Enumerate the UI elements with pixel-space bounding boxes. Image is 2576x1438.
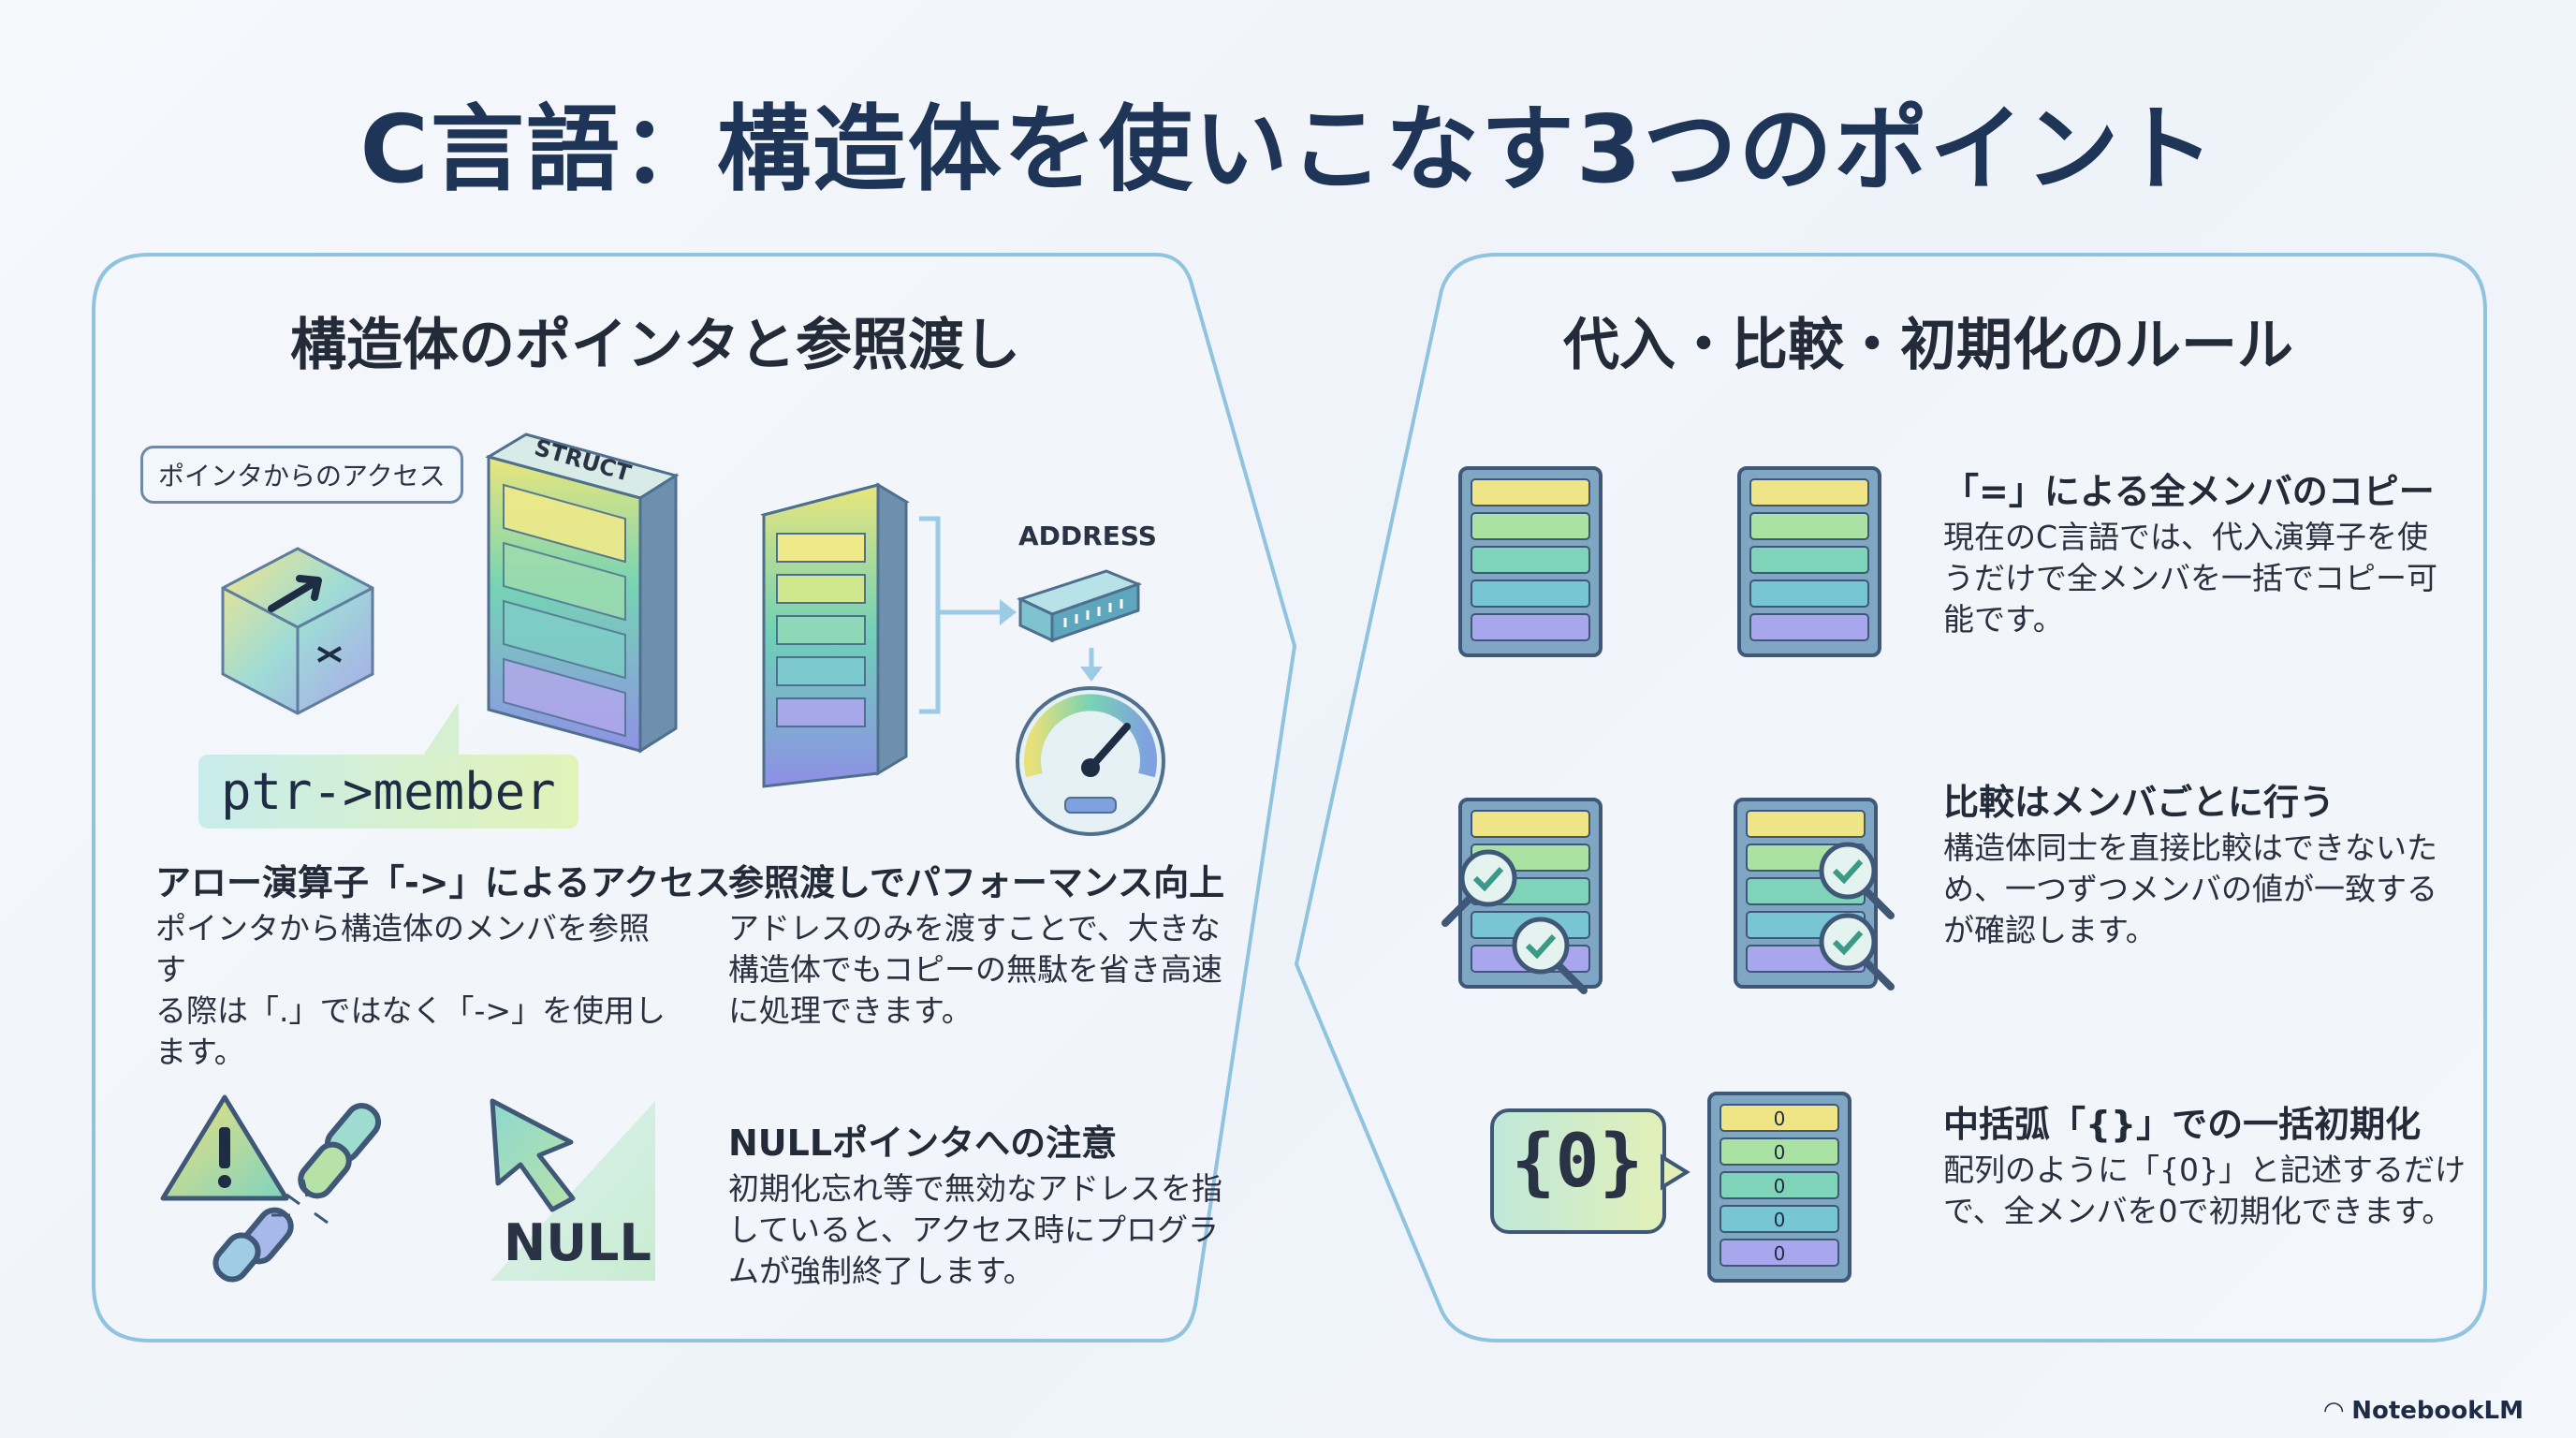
code-bubble-tail: [421, 702, 459, 758]
notebooklm-logo-icon: ◠: [2324, 1397, 2352, 1425]
zero-value: 0: [1774, 1108, 1786, 1130]
zero-value: 0: [1774, 1209, 1786, 1231]
pass-by-reference-heading: 参照渡しでパフォーマンス向上: [728, 862, 1225, 903]
initialization-description: 配列のように「{0}」と記述するだけ で、全メンバを0で初期化できます。: [1943, 1152, 2466, 1229]
notebooklm-watermark: ◠ NotebookLM: [2324, 1397, 2524, 1425]
pass-by-reference-description: アドレスのみを渡すことで、大きな 構造体でもコピーの無駄を省き高速 に処理できま…: [728, 910, 1222, 1029]
magnifier-check-icon: [1819, 842, 1895, 919]
struct-block-icon: STRUCT: [485, 433, 680, 754]
pointer-access-tag: ポインタからのアクセス: [140, 446, 463, 504]
null-pointer-heading: NULLポインタへの注意: [728, 1123, 1118, 1164]
warning-chain-icon: [160, 1094, 382, 1283]
compare-struct-b-icon: [1734, 798, 1895, 990]
bracket-arrow: [919, 516, 1017, 714]
null-label: NULL: [504, 1213, 651, 1272]
speedometer-icon: [1016, 686, 1165, 836]
magnifier-check-icon: [1512, 917, 1588, 994]
comparison-heading: 比較はメンバごとに行う: [1943, 782, 2335, 823]
page-title: C言語：構造体を使いこなす3つのポイント: [359, 95, 2217, 204]
initialization-heading: 中括弧「{}」での一括初期化: [1943, 1104, 2422, 1145]
zero-value: 0: [1774, 1242, 1786, 1265]
arrow-operator-description: ポインタから構造体のメンバを参照す る際は「.」ではなく「->」を使用し ます。: [155, 910, 666, 1070]
copy-source-struct-icon: [1458, 466, 1603, 657]
zero-struct-icon: 0 0 0 0 0: [1707, 1092, 1852, 1283]
right-section-title: 代入・比較・初期化のルール: [1563, 313, 2293, 378]
magnifier-check-icon: [1442, 849, 1517, 927]
zero-value: 0: [1774, 1141, 1786, 1164]
comparison-description: 構造体同士を直接比較はできないた め、一つずつメンバの値が一致する が確認します…: [1943, 829, 2437, 948]
zero-initializer-code: {0}: [1511, 1120, 1644, 1204]
initializer-bubble: [1490, 1108, 1690, 1234]
copy-destination-struct-icon: [1737, 466, 1881, 657]
null-pointer-description: 初期化忘れ等で無効なアドレスを指 していると、アクセス時にプログラ ムが強制終了…: [728, 1170, 1222, 1289]
down-arrow: [1080, 648, 1103, 682]
address-chip-icon: [1016, 569, 1143, 643]
assignment-heading: 「=」による全メンバのコピー: [1943, 471, 2435, 512]
arrow-code-snippet: ptr->member: [198, 755, 578, 829]
zero-value: 0: [1774, 1175, 1786, 1197]
compare-struct-a-icon: [1442, 798, 1603, 994]
pointer-cube-icon: [221, 547, 374, 715]
arrow-operator-heading: アロー演算子「->」によるアクセス: [155, 862, 731, 903]
null-pointer-icon: [490, 1098, 655, 1281]
magnifier-check-icon: [1819, 913, 1895, 990]
left-section-title: 構造体のポインタと参照渡し: [290, 313, 1020, 378]
assignment-description: 現在のC言語では、代入演算子を使 うだけで全メンバを一括でコピー可 能です。: [1943, 519, 2437, 638]
memory-block-icon: [760, 482, 910, 788]
address-label: ADDRESS: [1018, 521, 1157, 551]
